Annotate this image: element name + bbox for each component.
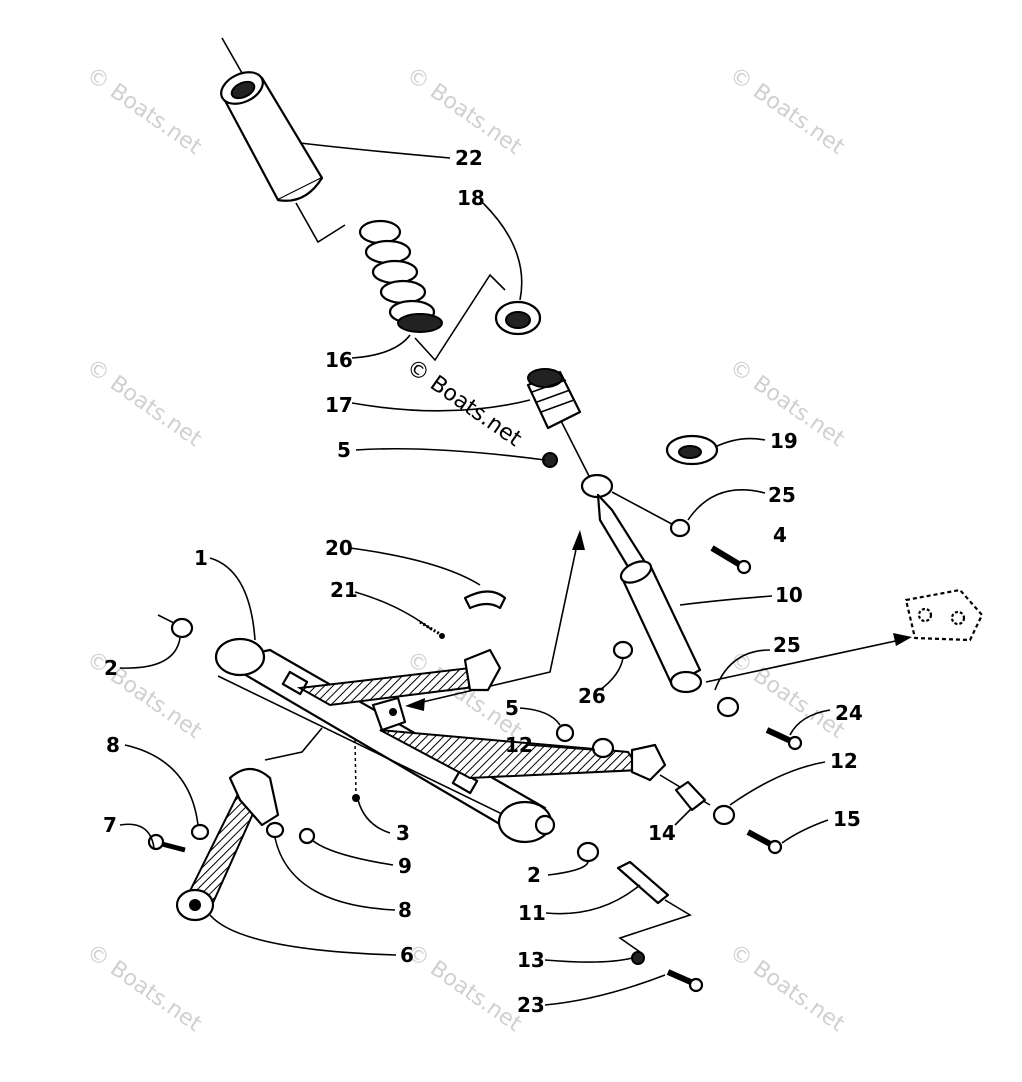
bushing-12-lower xyxy=(712,804,736,826)
bracket-cap-20 xyxy=(463,590,507,610)
callout-23: 23 xyxy=(517,993,545,1017)
callout-16: 16 xyxy=(325,348,353,372)
pin-11 xyxy=(616,860,670,905)
watermark: © Boats.net xyxy=(402,939,527,1037)
bolt-7 xyxy=(147,833,186,853)
callout-21: 21 xyxy=(330,578,358,602)
bushing-12-upper xyxy=(591,737,615,759)
mounting-bracket xyxy=(904,588,984,642)
nut-26 xyxy=(612,640,634,660)
callout-10: 10 xyxy=(775,583,803,607)
washer-8-left xyxy=(190,823,210,841)
arrow-head xyxy=(893,633,912,646)
bolt-4 xyxy=(710,545,752,575)
nut-9 xyxy=(298,827,316,845)
callout-20: 20 xyxy=(325,536,353,560)
callout-6: 6 xyxy=(400,943,414,967)
sleeve-14 xyxy=(674,780,707,812)
watermark: © Boats.net xyxy=(725,939,850,1037)
callout-26: 26 xyxy=(578,684,606,708)
arrow-head xyxy=(572,530,585,550)
spring-cover-tube xyxy=(220,71,324,202)
callout-8-lower: 8 xyxy=(398,898,412,922)
callout-14: 14 xyxy=(648,821,676,845)
nut-5-upper xyxy=(542,452,558,468)
watermark: © Boats.net xyxy=(725,646,850,744)
break-line xyxy=(618,899,692,953)
shock-axis-line xyxy=(557,414,591,479)
washer-19 xyxy=(665,434,719,466)
callout-5-lower: 5 xyxy=(505,696,519,720)
bushing-2-left xyxy=(170,617,194,639)
bolt-15 xyxy=(746,829,783,855)
steering-arm xyxy=(175,767,280,922)
callout-12-upper: 12 xyxy=(505,733,533,757)
callout-9: 9 xyxy=(398,854,412,878)
callout-15: 15 xyxy=(833,807,861,831)
bushing-25-lower xyxy=(716,696,740,718)
callout-5-upper: 5 xyxy=(337,438,351,462)
callout-13: 13 xyxy=(517,948,545,972)
callout-7: 7 xyxy=(103,813,117,837)
callout-25-lower: 25 xyxy=(773,633,801,657)
callout-3: 3 xyxy=(396,821,410,845)
callout-11: 11 xyxy=(518,901,546,925)
break-line xyxy=(264,727,323,761)
break-line xyxy=(295,202,346,244)
bushing-25-upper xyxy=(669,518,691,538)
shock-bumper xyxy=(526,368,582,430)
callout-4: 4 xyxy=(773,523,787,547)
callout-8-upper: 8 xyxy=(106,733,120,757)
watermark: © Boats.net xyxy=(82,62,207,160)
callout-17: 17 xyxy=(325,393,353,417)
callout-2-right: 2 xyxy=(527,863,541,887)
pointer-arrow xyxy=(409,539,579,706)
leader-lines xyxy=(119,142,831,1006)
spring-retainer xyxy=(494,300,542,336)
bolt-24 xyxy=(765,727,803,751)
callout-1: 1 xyxy=(194,546,208,570)
callout-25-upper: 25 xyxy=(768,483,796,507)
break-line xyxy=(414,273,506,362)
shock-spring xyxy=(358,219,443,333)
watermark-center: © Boats.net xyxy=(402,354,527,452)
watermark: © Boats.net xyxy=(82,354,207,452)
axle-frame-assembly xyxy=(214,637,667,844)
pointer-arrow xyxy=(705,639,901,683)
bushing-2-right xyxy=(576,841,600,863)
callout-18: 18 xyxy=(457,186,485,210)
callout-19: 19 xyxy=(770,429,798,453)
nut-13 xyxy=(631,951,645,965)
callout-numbers: 22 18 16 17 5 19 25 4 20 1 21 10 25 2 26… xyxy=(103,146,863,1017)
watermark: © Boats.net xyxy=(82,646,207,744)
shock-absorber xyxy=(580,473,703,694)
grease-fitting-21 xyxy=(419,620,445,639)
washer-8-right xyxy=(265,821,285,839)
watermark: © Boats.net xyxy=(725,62,850,160)
bolt-23 xyxy=(666,969,704,993)
nut-5-lower xyxy=(555,723,575,743)
callout-22: 22 xyxy=(455,146,483,170)
callout-2-left: 2 xyxy=(104,656,118,680)
callout-24: 24 xyxy=(835,701,863,725)
arrow-head xyxy=(405,698,425,711)
grease-fitting-3 xyxy=(352,739,360,802)
callout-12-lower: 12 xyxy=(830,749,858,773)
watermark: © Boats.net xyxy=(82,939,207,1037)
